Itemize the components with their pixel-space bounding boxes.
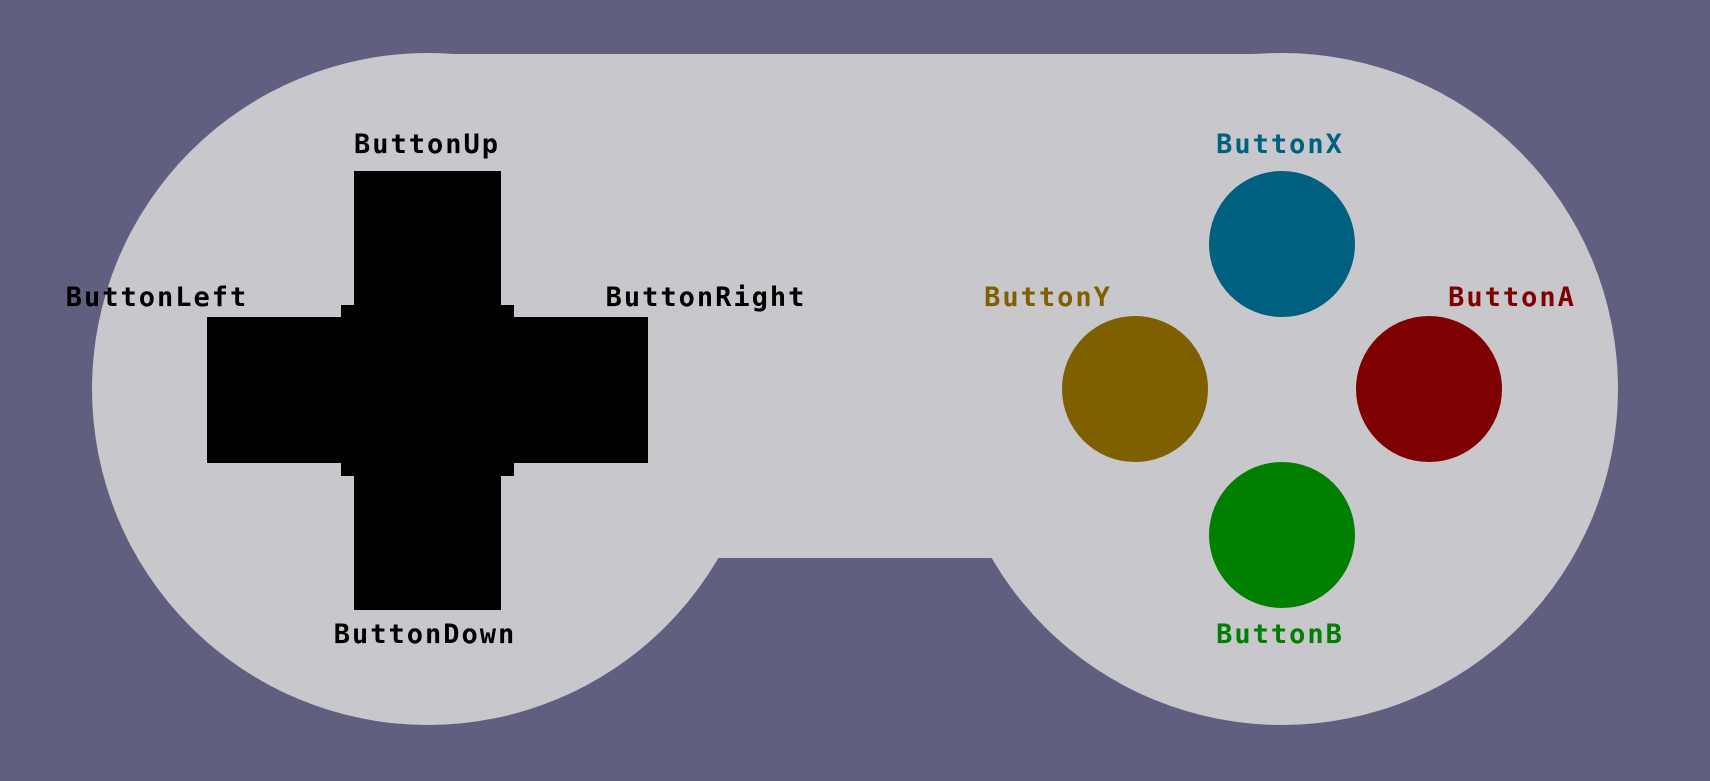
dpad-left[interactable] (207, 317, 357, 463)
button-y-label: ButtonY (984, 282, 1112, 313)
dpad-down-label: ButtonDown (333, 619, 517, 650)
dpad-up-label: ButtonUp (353, 129, 501, 160)
button-b-label: ButtonB (1216, 619, 1344, 650)
dpad-center (341, 305, 514, 476)
button-a[interactable] (1356, 316, 1502, 462)
dpad-up[interactable] (354, 171, 501, 321)
button-x[interactable] (1209, 171, 1355, 317)
dpad-down[interactable] (354, 460, 501, 610)
dpad-right-label: ButtonRight (605, 282, 807, 313)
button-a-label: ButtonA (1448, 282, 1576, 313)
button-y[interactable] (1062, 316, 1208, 462)
dpad-left-label: ButtonLeft (65, 282, 249, 313)
button-x-label: ButtonX (1216, 129, 1344, 160)
button-b[interactable] (1209, 462, 1355, 608)
dpad-right[interactable] (498, 317, 648, 463)
